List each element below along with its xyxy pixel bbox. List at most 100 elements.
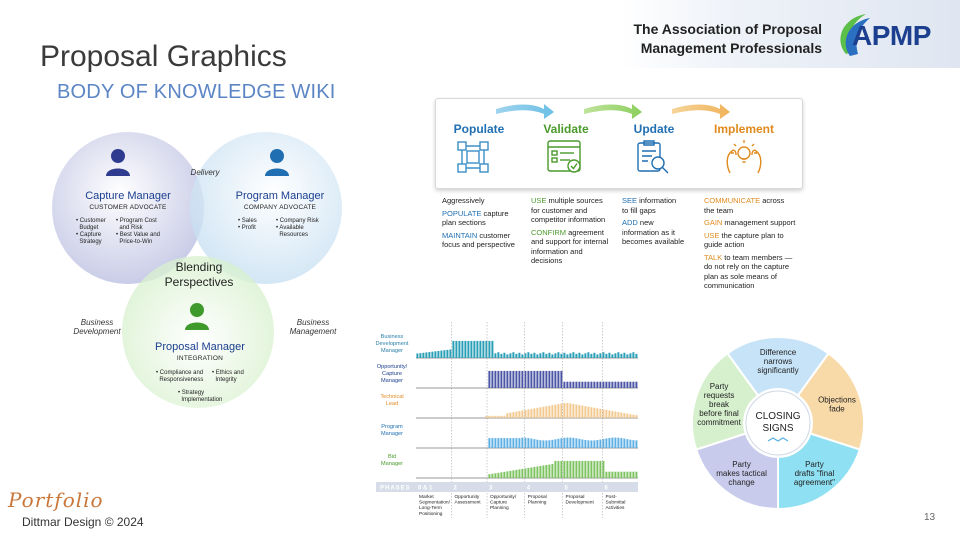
resource-bar xyxy=(572,381,575,388)
resource-bar xyxy=(536,407,539,418)
resource-bar xyxy=(578,381,581,388)
phase-name: Submittal xyxy=(605,500,625,506)
description-keyword: USE xyxy=(531,196,547,205)
business-management-line-1: Business xyxy=(296,318,330,327)
resource-bar xyxy=(569,460,572,478)
resource-bar xyxy=(509,353,512,358)
resource-bar xyxy=(515,438,518,448)
populate-icon xyxy=(457,141,489,173)
program-manager-title: Program Manager xyxy=(235,190,325,202)
capture-bullets-col2-line: • Program Cost xyxy=(116,218,157,224)
description-line: for customer and xyxy=(531,206,627,216)
description-text: plan sections xyxy=(442,218,486,227)
resource-bar xyxy=(626,471,629,478)
closing-sign-label: fade xyxy=(829,404,845,413)
resource-bar xyxy=(593,407,596,418)
resource-bar xyxy=(593,440,596,448)
description-line: CONFIRM agreement xyxy=(531,228,627,238)
closing-signs-center xyxy=(745,390,811,456)
phase-validate-title: Validate xyxy=(543,122,589,136)
resource-bar xyxy=(605,409,608,418)
resource-bar xyxy=(494,415,497,418)
resource-bar xyxy=(536,370,539,388)
resource-bar xyxy=(605,471,608,478)
resource-role-label: Manager xyxy=(381,431,403,437)
program-bullets-col1-line: • Sales xyxy=(238,218,257,224)
resource-bar xyxy=(575,353,578,358)
capture-bullets-col1-line: Budget xyxy=(76,225,99,231)
resource-bar xyxy=(503,352,506,358)
description-line: guide action xyxy=(704,240,808,250)
resource-role-label: Manager xyxy=(381,378,403,384)
resource-bar xyxy=(422,352,425,358)
resource-bar xyxy=(536,354,539,358)
resource-bar xyxy=(518,370,521,388)
phase-name: Assessment xyxy=(455,500,482,506)
resource-bar xyxy=(578,460,581,478)
description-text: guide action xyxy=(704,240,745,249)
resource-bar xyxy=(533,370,536,388)
resource-bar xyxy=(596,354,599,358)
capture-manager-tag: CUSTOMER ADVOCATE xyxy=(89,204,167,211)
proposal-bullets-col1: • Compliance and Responsiveness xyxy=(156,370,214,384)
resource-bar xyxy=(515,353,518,358)
resource-bar xyxy=(524,370,527,388)
capture-bullets-col2-line: Price-to-Win xyxy=(116,239,153,245)
resource-bar xyxy=(491,370,494,388)
resource-bar xyxy=(566,402,569,418)
proposal-bullets-col3: • Strategy Implementation xyxy=(178,390,238,404)
business-development-label: Business Development xyxy=(60,318,134,336)
resource-bar xyxy=(515,469,518,478)
closing-sign-label: Party xyxy=(805,460,824,469)
resource-bar xyxy=(536,466,539,478)
resource-bar xyxy=(518,438,521,448)
resource-bar xyxy=(632,414,635,418)
capture-bullets-col2: • Program Cost and Risk• Best Value and … xyxy=(116,218,172,246)
phase-update-title: Update xyxy=(633,122,675,136)
resource-bar xyxy=(524,353,527,358)
description-keyword: GAIN xyxy=(704,218,723,227)
resource-bar xyxy=(614,471,617,478)
resource-bar xyxy=(443,350,446,358)
closing-sign-label: Party xyxy=(710,382,729,391)
closing-sign-label: requests xyxy=(704,391,735,400)
resource-bar xyxy=(545,440,548,448)
resource-bar xyxy=(599,353,602,358)
resource-bar xyxy=(437,350,440,358)
phase-name: Market xyxy=(419,494,434,500)
resource-bar xyxy=(611,381,614,388)
proposal-manager-title: Proposal Manager xyxy=(155,341,245,353)
resource-bar xyxy=(488,474,491,478)
resource-bar xyxy=(539,465,542,478)
resource-bar xyxy=(581,354,584,358)
resource-bar xyxy=(611,471,614,478)
resource-bar xyxy=(521,468,524,478)
resource-bar xyxy=(554,460,557,478)
business-development-line-2: Development xyxy=(73,327,121,336)
resource-bar xyxy=(635,415,638,418)
description-text: across xyxy=(760,196,785,205)
closing-sign-label: drafts "final xyxy=(795,469,835,478)
closing-signs-wheel: DifferencenarrowssignificantlyObjections… xyxy=(691,336,865,511)
description-text: management support xyxy=(722,218,796,227)
resource-role-label: Opportunity/ xyxy=(377,364,408,370)
resource-bar xyxy=(614,411,617,418)
description-text: to team members — xyxy=(722,252,793,262)
association-name: The Association of Proposal Management P… xyxy=(632,20,822,58)
resource-bar xyxy=(539,353,542,358)
phase-name: Planning xyxy=(528,500,547,506)
resource-bar xyxy=(503,438,506,448)
resource-bar xyxy=(542,370,545,388)
resource-bar xyxy=(488,438,491,448)
resource-bar xyxy=(539,407,542,418)
phase-arrows xyxy=(457,104,762,174)
resource-bar xyxy=(524,437,527,448)
closing-sign-label: Party xyxy=(732,460,751,469)
resource-bar xyxy=(518,469,521,478)
resource-bar xyxy=(566,354,569,358)
resource-bar xyxy=(491,340,494,358)
resource-bar xyxy=(602,438,605,448)
resource-bar xyxy=(515,411,518,418)
resource-bar xyxy=(560,353,563,358)
resource-bar xyxy=(542,406,545,418)
